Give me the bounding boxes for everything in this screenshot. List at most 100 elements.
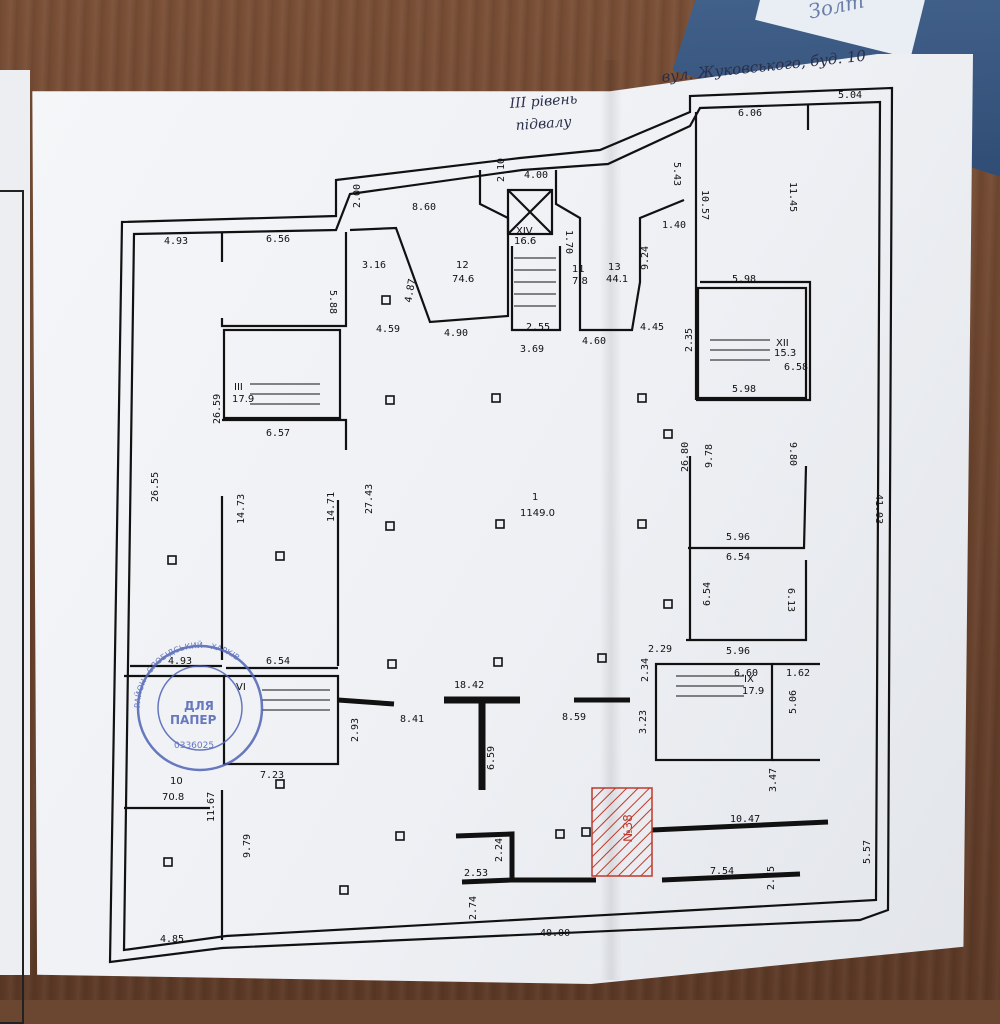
column: [387, 659, 397, 669]
room-10-area: 70.8: [162, 792, 184, 803]
dim-label: 9.78: [704, 444, 715, 468]
dim-label: 3.23: [638, 710, 649, 734]
room-XII-number: XII: [776, 338, 789, 349]
dim-label: 9.79: [242, 834, 253, 858]
dim-label: 26.59: [212, 394, 223, 424]
dim-label: 5.88: [327, 290, 338, 314]
address-heading: вул. Жуковського, буд. 10: [661, 47, 868, 86]
room-III-number: III: [234, 382, 243, 393]
level-heading: III рівень: [508, 91, 578, 112]
dim-label: 2.55: [526, 322, 550, 333]
stair-VI-box: [222, 674, 340, 766]
dim-label: 2.93: [350, 718, 361, 742]
dim-label: 2.00: [352, 184, 363, 208]
room-1-number: 1: [532, 492, 538, 503]
dim-label: 9.80: [787, 442, 798, 466]
dim-label: 2.75: [766, 866, 777, 890]
partition-walls: [337, 697, 630, 707]
floor-plan-page: [32, 54, 973, 984]
room-XIV-number: XIV: [516, 226, 533, 237]
dim-label: 2.34: [640, 658, 651, 682]
dim-label: 2.53: [464, 868, 488, 879]
dim-label: 6.54: [702, 582, 713, 606]
dim-label: 4.93: [164, 236, 188, 247]
room-1-area: 1149.0: [520, 508, 555, 519]
dim-label: 5.98: [732, 384, 756, 395]
basement-heading: підвалу: [515, 114, 573, 134]
dim-label: 5.04: [838, 90, 862, 101]
dim-label: 8.60: [412, 202, 436, 213]
stamp-code: 0336025: [174, 741, 214, 751]
floor-plan: вул. Жуковського, буд. 10 III рівень під…: [108, 47, 894, 964]
dim-label: 4.45: [640, 322, 664, 333]
dim-label: 5.57: [862, 840, 873, 864]
stamp-ring-text: РАЙОН · СЛОБІДСЬКИЙ · ХАРКІВ ·: [132, 639, 246, 708]
stamp-text-line1: ДЛЯ: [184, 699, 214, 713]
dim-label: 6.56: [266, 234, 290, 245]
elevator-XIV: [506, 188, 554, 236]
dim-label: 26.55: [150, 472, 161, 502]
dim-label: 4.60: [582, 336, 606, 347]
stair-IX-box: [654, 662, 774, 762]
dim-label: 41.03: [873, 494, 884, 524]
column: [275, 551, 285, 561]
column: [555, 829, 565, 839]
dim-label: 6.06: [738, 108, 762, 119]
room-VI-number: VI: [236, 682, 246, 693]
dim-label: 11.45: [787, 182, 798, 212]
dimension-labels: 4.93 6.56 5.88 3.16 8.60 2.00 4.87 4.59 …: [150, 90, 884, 945]
marked-room-hatch: [591, 787, 653, 877]
column: [495, 519, 505, 529]
column: [493, 657, 503, 667]
dim-label: 4.87: [403, 278, 418, 304]
dim-label: 5.06: [788, 690, 799, 714]
column: [637, 519, 647, 529]
right-upper-walls: [694, 104, 812, 402]
column: [163, 857, 173, 867]
column: [581, 827, 591, 837]
dim-label: 14.71: [326, 492, 337, 522]
dim-label: 2.35: [684, 328, 695, 352]
dim-label: 40.00: [540, 928, 570, 939]
dim-label: 2.29: [648, 644, 672, 655]
column: [663, 429, 673, 439]
dim-label: 8.41: [400, 714, 424, 725]
dim-label: 14.73: [236, 494, 247, 524]
room-11-area: 7.8: [572, 276, 588, 287]
dim-label: 2.10: [496, 158, 507, 182]
room-12-number: 12: [456, 260, 469, 271]
dim-label: 2.74: [468, 896, 479, 920]
room-10-walls: [124, 674, 224, 940]
room-11-number: 11: [572, 264, 585, 275]
columns: [163, 295, 673, 895]
dim-label: 5.43: [671, 162, 682, 186]
dim-label: 7.54: [710, 866, 734, 877]
stair-XIV-walls: [510, 246, 562, 332]
marked-room-label: №38: [621, 814, 635, 842]
dim-label: 5.98: [732, 274, 756, 285]
column: [491, 393, 501, 403]
left-page-edge: [0, 70, 30, 1024]
stair-III-box: [222, 328, 342, 420]
official-stamp: РАЙОН · СЛОБІДСЬКИЙ · ХАРКІВ · ДЛЯ ПАПЕР…: [132, 639, 264, 772]
right-middle-walls: [686, 456, 808, 642]
dim-label: 8.59: [562, 712, 586, 723]
bottom-corridor-walls: [455, 819, 829, 885]
dim-label: 2.24: [494, 838, 505, 862]
page-crease: [600, 60, 622, 980]
dim-label: 4.00: [524, 170, 548, 181]
stamp-outer-ring: [136, 644, 264, 772]
dim-label: 1.40: [662, 220, 686, 231]
dim-label: 3.47: [768, 768, 779, 792]
dim-label: 4.59: [376, 324, 400, 335]
dim-label: 1.62: [786, 668, 810, 679]
dim-label: 6.54: [726, 552, 750, 563]
dim-label: 10.47: [730, 814, 760, 825]
dim-label: 10.57: [699, 190, 710, 220]
elevator-XIV-cross: [507, 189, 553, 235]
column: [395, 831, 405, 841]
dim-label: 11.67: [206, 792, 217, 822]
dim-label: 27.43: [364, 484, 375, 514]
dim-label: 6.58: [784, 362, 808, 373]
dim-label: 6.57: [266, 428, 290, 439]
